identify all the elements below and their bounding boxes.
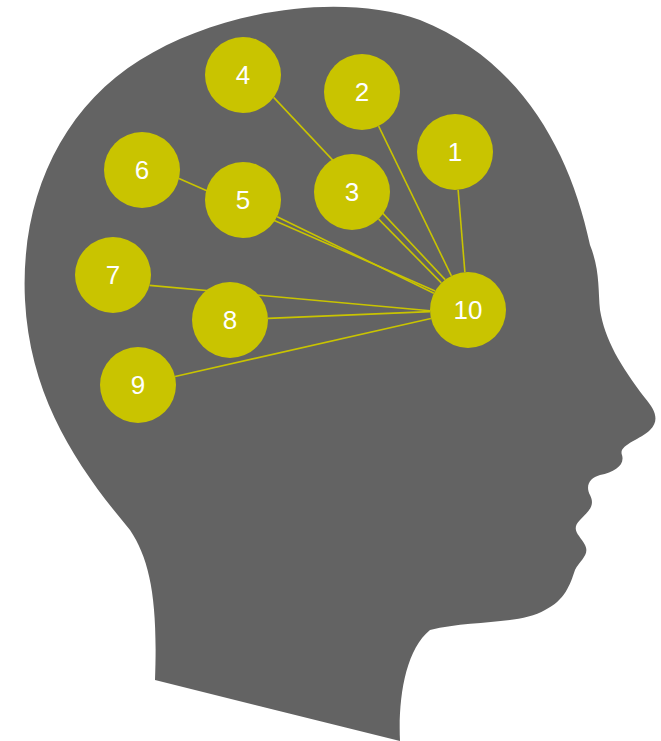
- circle-node: 5: [205, 162, 281, 238]
- circle-shape: [314, 154, 390, 230]
- circle-node: 3: [314, 154, 390, 230]
- callout-number: 1: [448, 139, 462, 165]
- circle-node: 4: [205, 37, 281, 113]
- circle-node: 9: [100, 347, 176, 423]
- circle-shape: [417, 114, 493, 190]
- circle-node: 7: [75, 237, 151, 313]
- callout-number: 3: [345, 179, 359, 205]
- connector-line: [458, 190, 465, 272]
- circle-node: 8: [192, 282, 268, 358]
- circle-shape: [75, 237, 151, 313]
- circle-shape: [100, 347, 176, 423]
- callout-number: 4: [236, 62, 250, 88]
- callout-number: 9: [131, 372, 145, 398]
- circle-shape: [324, 54, 400, 130]
- callout-number: 5: [236, 187, 250, 213]
- callout-number: 2: [355, 79, 369, 105]
- callout-number: 7: [106, 262, 120, 288]
- circle-node: 2: [324, 54, 400, 130]
- circle-shape: [430, 272, 506, 348]
- connector-line: [379, 219, 442, 283]
- circle-shape: [205, 162, 281, 238]
- callout-number: 10: [454, 297, 483, 323]
- circle-shape: [192, 282, 268, 358]
- head-silhouette: [25, 7, 656, 741]
- circle-node: 1: [417, 114, 493, 190]
- connector-line: [150, 285, 430, 310]
- circle-shape: [104, 132, 180, 208]
- circle-shape: [205, 37, 281, 113]
- callout-number: 6: [135, 157, 149, 183]
- circle-node: 10: [430, 272, 506, 348]
- callout-number: 8: [223, 307, 237, 333]
- connector-line: [268, 312, 430, 319]
- circle-node: 6: [104, 132, 180, 208]
